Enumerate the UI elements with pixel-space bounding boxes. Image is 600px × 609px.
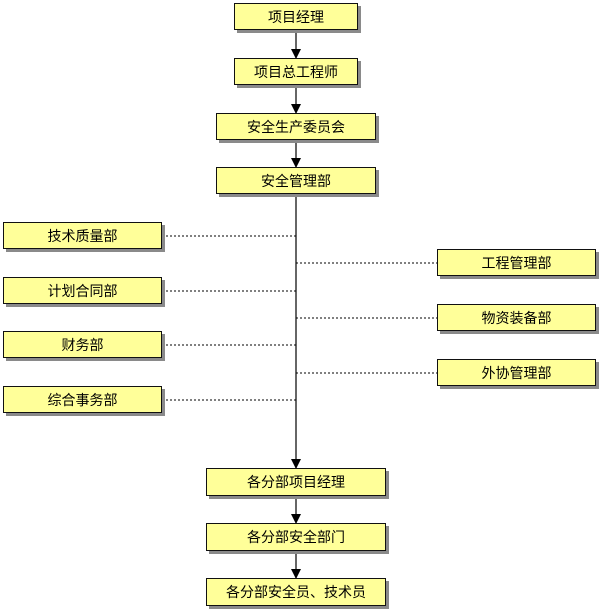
node-planning-contract-dept: 计划合同部	[3, 277, 162, 304]
node-branch-safety-dept: 各分部安全部门	[206, 523, 386, 551]
node-general-affairs-dept: 综合事务部	[3, 386, 162, 413]
node-materials-equipment-dept: 物资装备部	[437, 304, 596, 331]
node-project-manager: 项目经理	[234, 3, 358, 30]
node-tech-quality-dept: 技术质量部	[3, 222, 162, 249]
node-safety-dept: 安全管理部	[216, 167, 376, 194]
node-branch-safety-staff: 各分部安全员、技术员	[206, 578, 386, 606]
node-branch-project-manager: 各分部项目经理	[206, 468, 386, 496]
node-finance-dept: 财务部	[3, 331, 162, 358]
node-chief-engineer: 项目总工程师	[234, 58, 358, 85]
node-engineering-mgmt-dept: 工程管理部	[437, 249, 596, 276]
node-safety-committee: 安全生产委员会	[216, 113, 376, 140]
node-external-coordination-dept: 外协管理部	[437, 359, 596, 386]
